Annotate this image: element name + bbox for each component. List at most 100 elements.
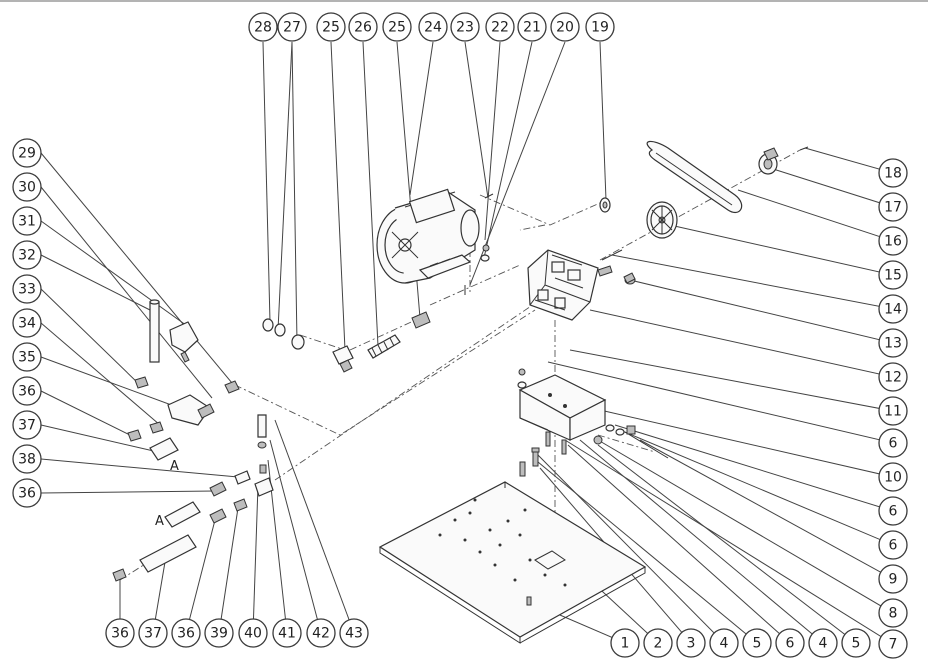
callout-number: 1 — [621, 636, 630, 652]
callout-25: 25 — [382, 12, 412, 42]
callout-number: 6 — [889, 504, 898, 520]
callout-circle — [418, 12, 448, 42]
callout-27: 27 — [277, 12, 307, 42]
callout-25: 25 — [316, 12, 346, 42]
callout-16: 16 — [878, 226, 908, 256]
callout-number: 19 — [591, 20, 609, 36]
callout-circle — [878, 564, 908, 594]
pump-pulley — [646, 201, 678, 239]
callout-15: 15 — [878, 260, 908, 290]
callout-number: 32 — [18, 248, 36, 264]
callout-number: 25 — [322, 20, 340, 36]
callout-number: 28 — [254, 20, 272, 36]
callout-42: 42 — [306, 618, 336, 648]
callout-32: 32 — [12, 240, 42, 270]
callout-30: 30 — [12, 172, 42, 202]
callout-circle — [12, 308, 42, 338]
callout-number: 4 — [819, 636, 828, 652]
callout-number: 36 — [18, 384, 36, 400]
callout-circle — [878, 496, 908, 526]
pump-shaft-parts — [601, 249, 636, 285]
callout-number: 43 — [345, 626, 363, 642]
callout-5: 5 — [742, 628, 772, 658]
callout-circle — [841, 628, 871, 658]
callout-circle — [878, 598, 908, 628]
callout-circle — [272, 618, 302, 648]
callout-23: 23 — [450, 12, 480, 42]
callout-36: 36 — [105, 618, 135, 648]
callout-34: 34 — [12, 308, 42, 338]
section-letter-upper: A — [170, 459, 179, 474]
callout-circle — [610, 628, 640, 658]
callout-29: 29 — [12, 138, 42, 168]
callout-number: 2 — [654, 636, 663, 652]
callout-35: 35 — [12, 342, 42, 372]
callout-circle — [171, 618, 201, 648]
pump — [527, 249, 613, 321]
callout-6: 6 — [878, 496, 908, 526]
callout-number: 31 — [18, 214, 36, 230]
callout-circle — [339, 618, 369, 648]
callout-circle — [878, 328, 908, 358]
callout-number: 39 — [210, 626, 228, 642]
callout-3: 3 — [676, 628, 706, 658]
callout-circle — [204, 618, 234, 648]
callout-4: 4 — [709, 628, 739, 658]
callout-number: 26 — [354, 20, 372, 36]
hose-lower — [112, 414, 274, 582]
mount-bracket — [518, 374, 607, 455]
callout-circle — [277, 12, 307, 42]
callout-circle — [676, 628, 706, 658]
callout-number: 6 — [889, 538, 898, 554]
callout-17: 17 — [878, 192, 908, 222]
callout-1: 1 — [610, 628, 640, 658]
callout-number: 29 — [18, 146, 36, 162]
callout-circle — [348, 12, 378, 42]
drive-belt — [646, 140, 743, 214]
callout-number: 22 — [491, 20, 509, 36]
motor-pulley — [599, 197, 611, 213]
callout-circle — [105, 618, 135, 648]
callout-number: 36 — [18, 486, 36, 502]
callout-5: 5 — [841, 628, 871, 658]
callout-circle — [12, 410, 42, 440]
callout-33: 33 — [12, 274, 42, 304]
callout-circle — [878, 629, 908, 659]
callout-43: 43 — [339, 618, 369, 648]
callout-number: 30 — [18, 180, 36, 196]
callout-number: 37 — [144, 626, 162, 642]
callout-circle — [643, 628, 673, 658]
callout-number: 35 — [18, 350, 36, 366]
callout-circle — [550, 12, 580, 42]
callout-number: 33 — [18, 282, 36, 298]
callout-number: 21 — [523, 20, 541, 36]
callout-circle — [878, 462, 908, 492]
leader-lines — [40, 41, 894, 645]
callout-number: 8 — [889, 606, 898, 622]
callout-circle — [878, 362, 908, 392]
callout-circle — [12, 274, 42, 304]
callout-9: 9 — [878, 564, 908, 594]
callout-number: 42 — [312, 626, 330, 642]
callout-number: 14 — [884, 302, 902, 318]
callout-circle — [12, 240, 42, 270]
callout-37: 37 — [138, 618, 168, 648]
callout-number: 16 — [884, 234, 902, 250]
callout-circle — [878, 226, 908, 256]
callout-number: 17 — [884, 200, 902, 216]
callout-number: 37 — [18, 418, 36, 434]
callout-circle — [878, 260, 908, 290]
callout-circle — [382, 12, 412, 42]
callout-number: 15 — [884, 268, 902, 284]
callouts-left: 29 30 31 32 33 34 35 36 37 38 36 — [12, 138, 42, 508]
callout-circle — [306, 618, 336, 648]
callout-circle — [12, 206, 42, 236]
callout-circle — [878, 396, 908, 426]
callout-number: 5 — [753, 636, 762, 652]
callout-36: 36 — [12, 478, 42, 508]
callout-13: 13 — [878, 328, 908, 358]
callout-number: 38 — [18, 452, 36, 468]
